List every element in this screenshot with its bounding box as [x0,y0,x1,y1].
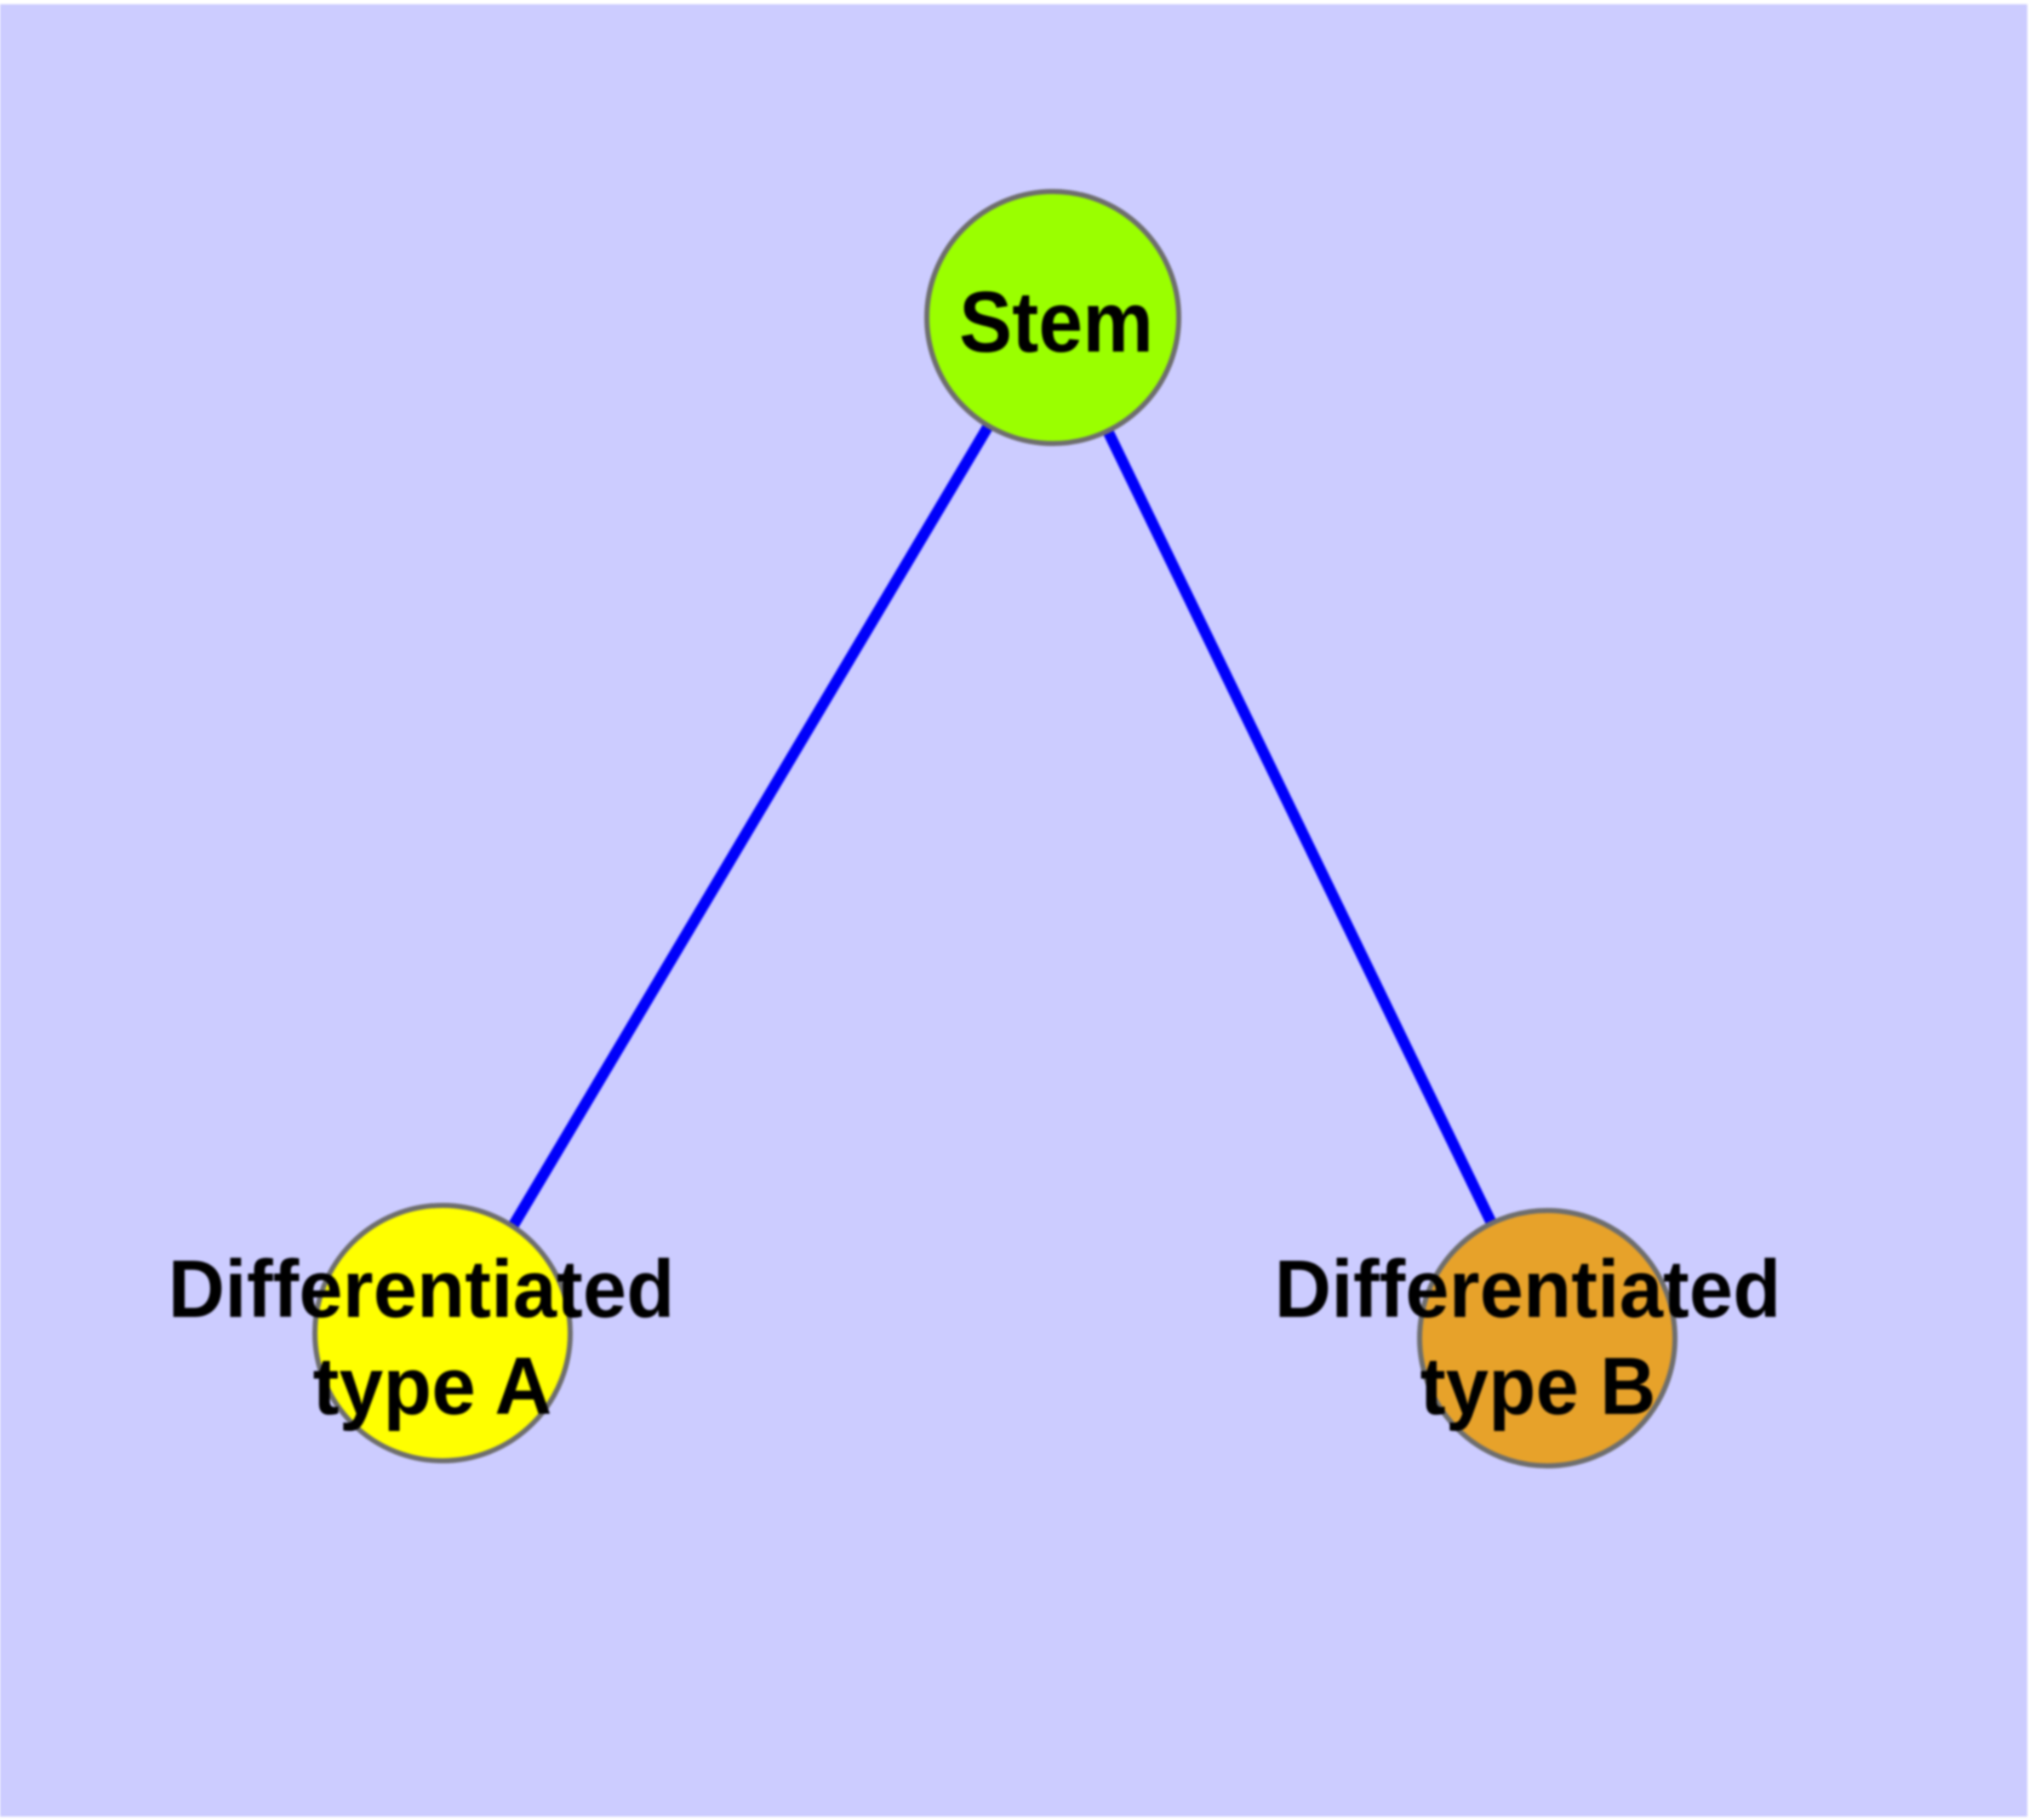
svg-text:Differentiated: Differentiated [1275,1244,1781,1335]
svg-text:type B: type B [1420,1341,1656,1432]
svg-text:Stem: Stem [959,275,1153,370]
svg-text:Differentiated: Differentiated [169,1244,675,1335]
svg-text:type A: type A [313,1341,552,1432]
